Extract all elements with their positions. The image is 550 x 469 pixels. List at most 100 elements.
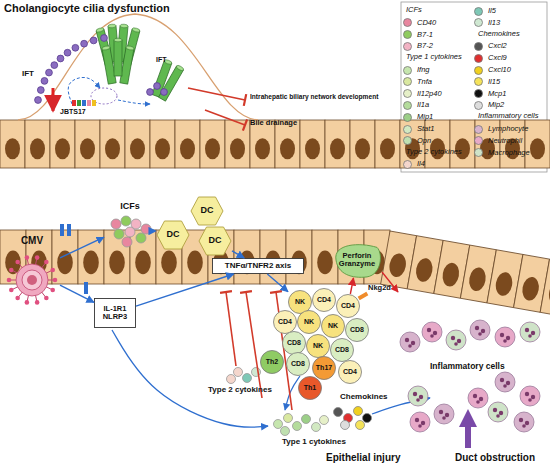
- cell-granule: [503, 339, 507, 343]
- cell-nucleus: [494, 271, 514, 297]
- legend-item: B7-2: [403, 41, 433, 51]
- cell-granule: [525, 328, 529, 332]
- legend-text: Mip1: [417, 112, 433, 122]
- ift-particle: [35, 97, 42, 104]
- inflammatory-cell: [470, 320, 490, 340]
- epithelial-cell: [234, 230, 260, 284]
- legend-swatch: [403, 77, 412, 86]
- legend-item: B7-1: [403, 30, 433, 40]
- box-outline: [213, 259, 304, 274]
- annotation-label: Duct obstruction: [455, 452, 535, 463]
- cell-granule: [478, 332, 482, 336]
- node-label: CD4: [341, 302, 355, 309]
- swatch-dot: [475, 54, 483, 62]
- cell-outline: [289, 291, 312, 314]
- cell-outline: [299, 377, 322, 400]
- cell-granule: [439, 410, 443, 414]
- cell-body: [446, 330, 466, 350]
- receptor-box: IL-1R1NLRP3: [94, 298, 136, 328]
- cell-granule: [525, 392, 529, 396]
- epithelial-cell: [208, 230, 234, 284]
- swatch-dot: [404, 31, 412, 39]
- cell-outline: [191, 197, 223, 225]
- cell-body: [408, 386, 428, 406]
- ift-particle: [147, 89, 154, 96]
- cell-outline: [339, 361, 362, 384]
- spike-tip: [25, 300, 30, 305]
- node-label: ICFs: [120, 202, 140, 211]
- signal-arrow: [112, 330, 268, 427]
- legend-heading: Type 1 cytokines: [406, 53, 462, 61]
- node-label: IL-1R1: [104, 305, 127, 313]
- epithelial-cell: [175, 120, 200, 168]
- cell-nucleus: [55, 138, 70, 159]
- cell-nucleus: [155, 138, 170, 159]
- epithelial-cell: [25, 120, 50, 168]
- swatch-dot: [404, 113, 412, 121]
- inflammatory-cell: [422, 322, 442, 342]
- epithelial-cell: [100, 120, 125, 168]
- cell-nucleus: [255, 138, 270, 159]
- decrease-arrow: [52, 88, 55, 111]
- cilium-tip: [132, 27, 141, 33]
- epithelial-cell: [200, 120, 225, 168]
- ift-particle: [46, 69, 53, 76]
- epithelial-cell: [0, 120, 25, 168]
- epithelial-cell: [525, 120, 550, 168]
- cell-nucleus: [205, 138, 220, 159]
- swatch-dot: [475, 90, 483, 98]
- ift-particle: [72, 44, 79, 51]
- annotation-label: Bile drainage: [250, 119, 297, 127]
- legend-swatch: [403, 42, 412, 51]
- membrane-receptor: [84, 282, 88, 294]
- ift-particle: [51, 62, 58, 69]
- connector-arrow: [350, 278, 353, 294]
- cell-nucleus: [30, 138, 45, 159]
- cell-granule: [451, 336, 455, 340]
- swatch-dot: [404, 42, 412, 50]
- cell-granule: [493, 408, 497, 412]
- legend-text: Mcp1: [488, 89, 506, 99]
- ift-particle: [161, 89, 168, 96]
- cell-granule: [479, 397, 483, 401]
- cell-outline: [307, 335, 330, 358]
- annotation-label: Epithelial injury: [326, 452, 400, 463]
- inhibition-line: [188, 88, 245, 100]
- legend-item: Mip2: [474, 100, 504, 110]
- cell-outline: [298, 311, 321, 334]
- legend-text: Cxcl2: [488, 41, 507, 51]
- epithelial-cell: [250, 120, 275, 168]
- legend-swatch: [403, 66, 412, 75]
- legend-text: Macrophage: [488, 148, 530, 158]
- epithelial-cell: [325, 120, 350, 168]
- box-outline: [95, 299, 136, 328]
- cell-granule: [500, 333, 504, 337]
- legend-swatch: [403, 101, 412, 110]
- connector-arrow: [60, 237, 104, 258]
- cell-outline: [322, 315, 345, 338]
- node-label: CD4: [278, 318, 292, 325]
- spike-tip: [53, 278, 58, 283]
- legend-text: Ifng: [417, 65, 430, 75]
- cilium-tip: [120, 24, 128, 28]
- epithelial-cell: [375, 120, 400, 168]
- node-label: CD4: [343, 368, 357, 375]
- cell-outline: [337, 295, 360, 318]
- chemokine-particle: [354, 407, 363, 416]
- cell-granule: [528, 334, 532, 338]
- legend-text: Stat1: [417, 124, 435, 134]
- cell-nucleus: [230, 138, 245, 159]
- legend-item: Il15: [474, 77, 500, 87]
- legend-item: Stat1: [403, 124, 435, 134]
- legend-swatch: [474, 7, 483, 16]
- cell-granule: [427, 328, 431, 332]
- cell-nucleus: [83, 251, 99, 275]
- node-label: Perforin Granzyme: [334, 252, 380, 268]
- legend-item: Mcp1: [474, 89, 506, 99]
- cell-granule: [522, 424, 526, 428]
- cell-granule: [413, 392, 417, 396]
- legend-swatch: [403, 30, 412, 39]
- epithelial-cell: [350, 120, 375, 168]
- legend-swatch: [403, 89, 412, 98]
- cell-granule: [500, 378, 504, 382]
